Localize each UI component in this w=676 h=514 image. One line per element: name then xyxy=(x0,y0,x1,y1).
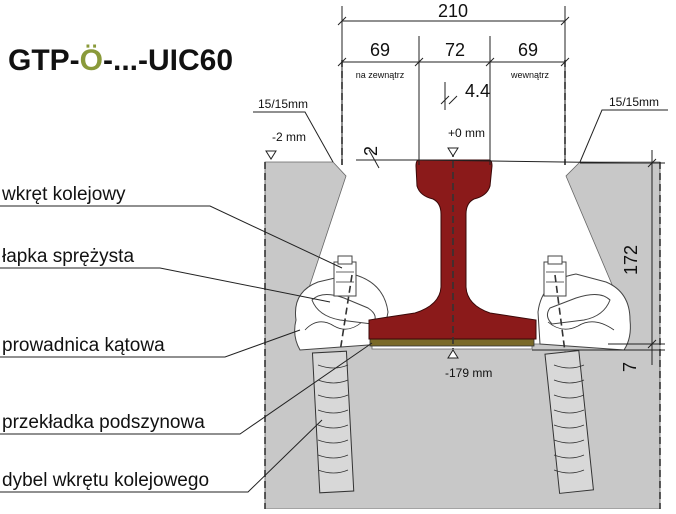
right-slope-label: 15/15mm xyxy=(609,95,659,109)
title-accent: Ö xyxy=(80,44,103,77)
outer-side-label: na zewnątrz xyxy=(356,70,405,80)
left-width-label: 69 xyxy=(370,40,390,60)
dimension-chain-top xyxy=(337,6,570,165)
left-slope-label: 15/15mm xyxy=(258,97,308,111)
offset-label: 4.4 xyxy=(465,81,490,101)
label-guide: prowadnica kątowa xyxy=(2,335,165,356)
gap-label: 2 xyxy=(361,146,381,156)
foot-level-label: -179 mm xyxy=(445,366,492,380)
dowel-right xyxy=(544,350,594,494)
bottom-dim-label: 7 xyxy=(620,362,640,372)
label-pad: przekładka podszynowa xyxy=(2,412,205,433)
label-clip: łapka sprężysta xyxy=(2,246,134,267)
dowel-left xyxy=(311,350,355,494)
level-marker-icon xyxy=(265,150,277,160)
center-width-label: 72 xyxy=(445,40,465,60)
rail-pad xyxy=(369,338,535,347)
screw-head-right xyxy=(543,255,567,297)
slab-outline-dashed xyxy=(264,162,661,509)
rail-top-level-label: +0 mm xyxy=(448,126,485,140)
right-width-label: 69 xyxy=(518,40,538,60)
left-level-label: -2 mm xyxy=(272,130,306,144)
inner-side-label: wewnątrz xyxy=(510,70,550,80)
screw-head-left xyxy=(333,255,357,297)
page-title: GTP-Ö-...-UIC60 xyxy=(8,44,233,77)
level-marker-icon xyxy=(447,349,459,359)
label-dowel: dybel wkrętu kolejowego xyxy=(2,470,209,491)
level-marker-icon xyxy=(447,147,459,157)
label-screw: wkręt kolejowy xyxy=(1,184,126,205)
overall-width-label: 210 xyxy=(438,1,468,21)
clip-right xyxy=(546,294,611,325)
height-label: 172 xyxy=(621,245,641,275)
